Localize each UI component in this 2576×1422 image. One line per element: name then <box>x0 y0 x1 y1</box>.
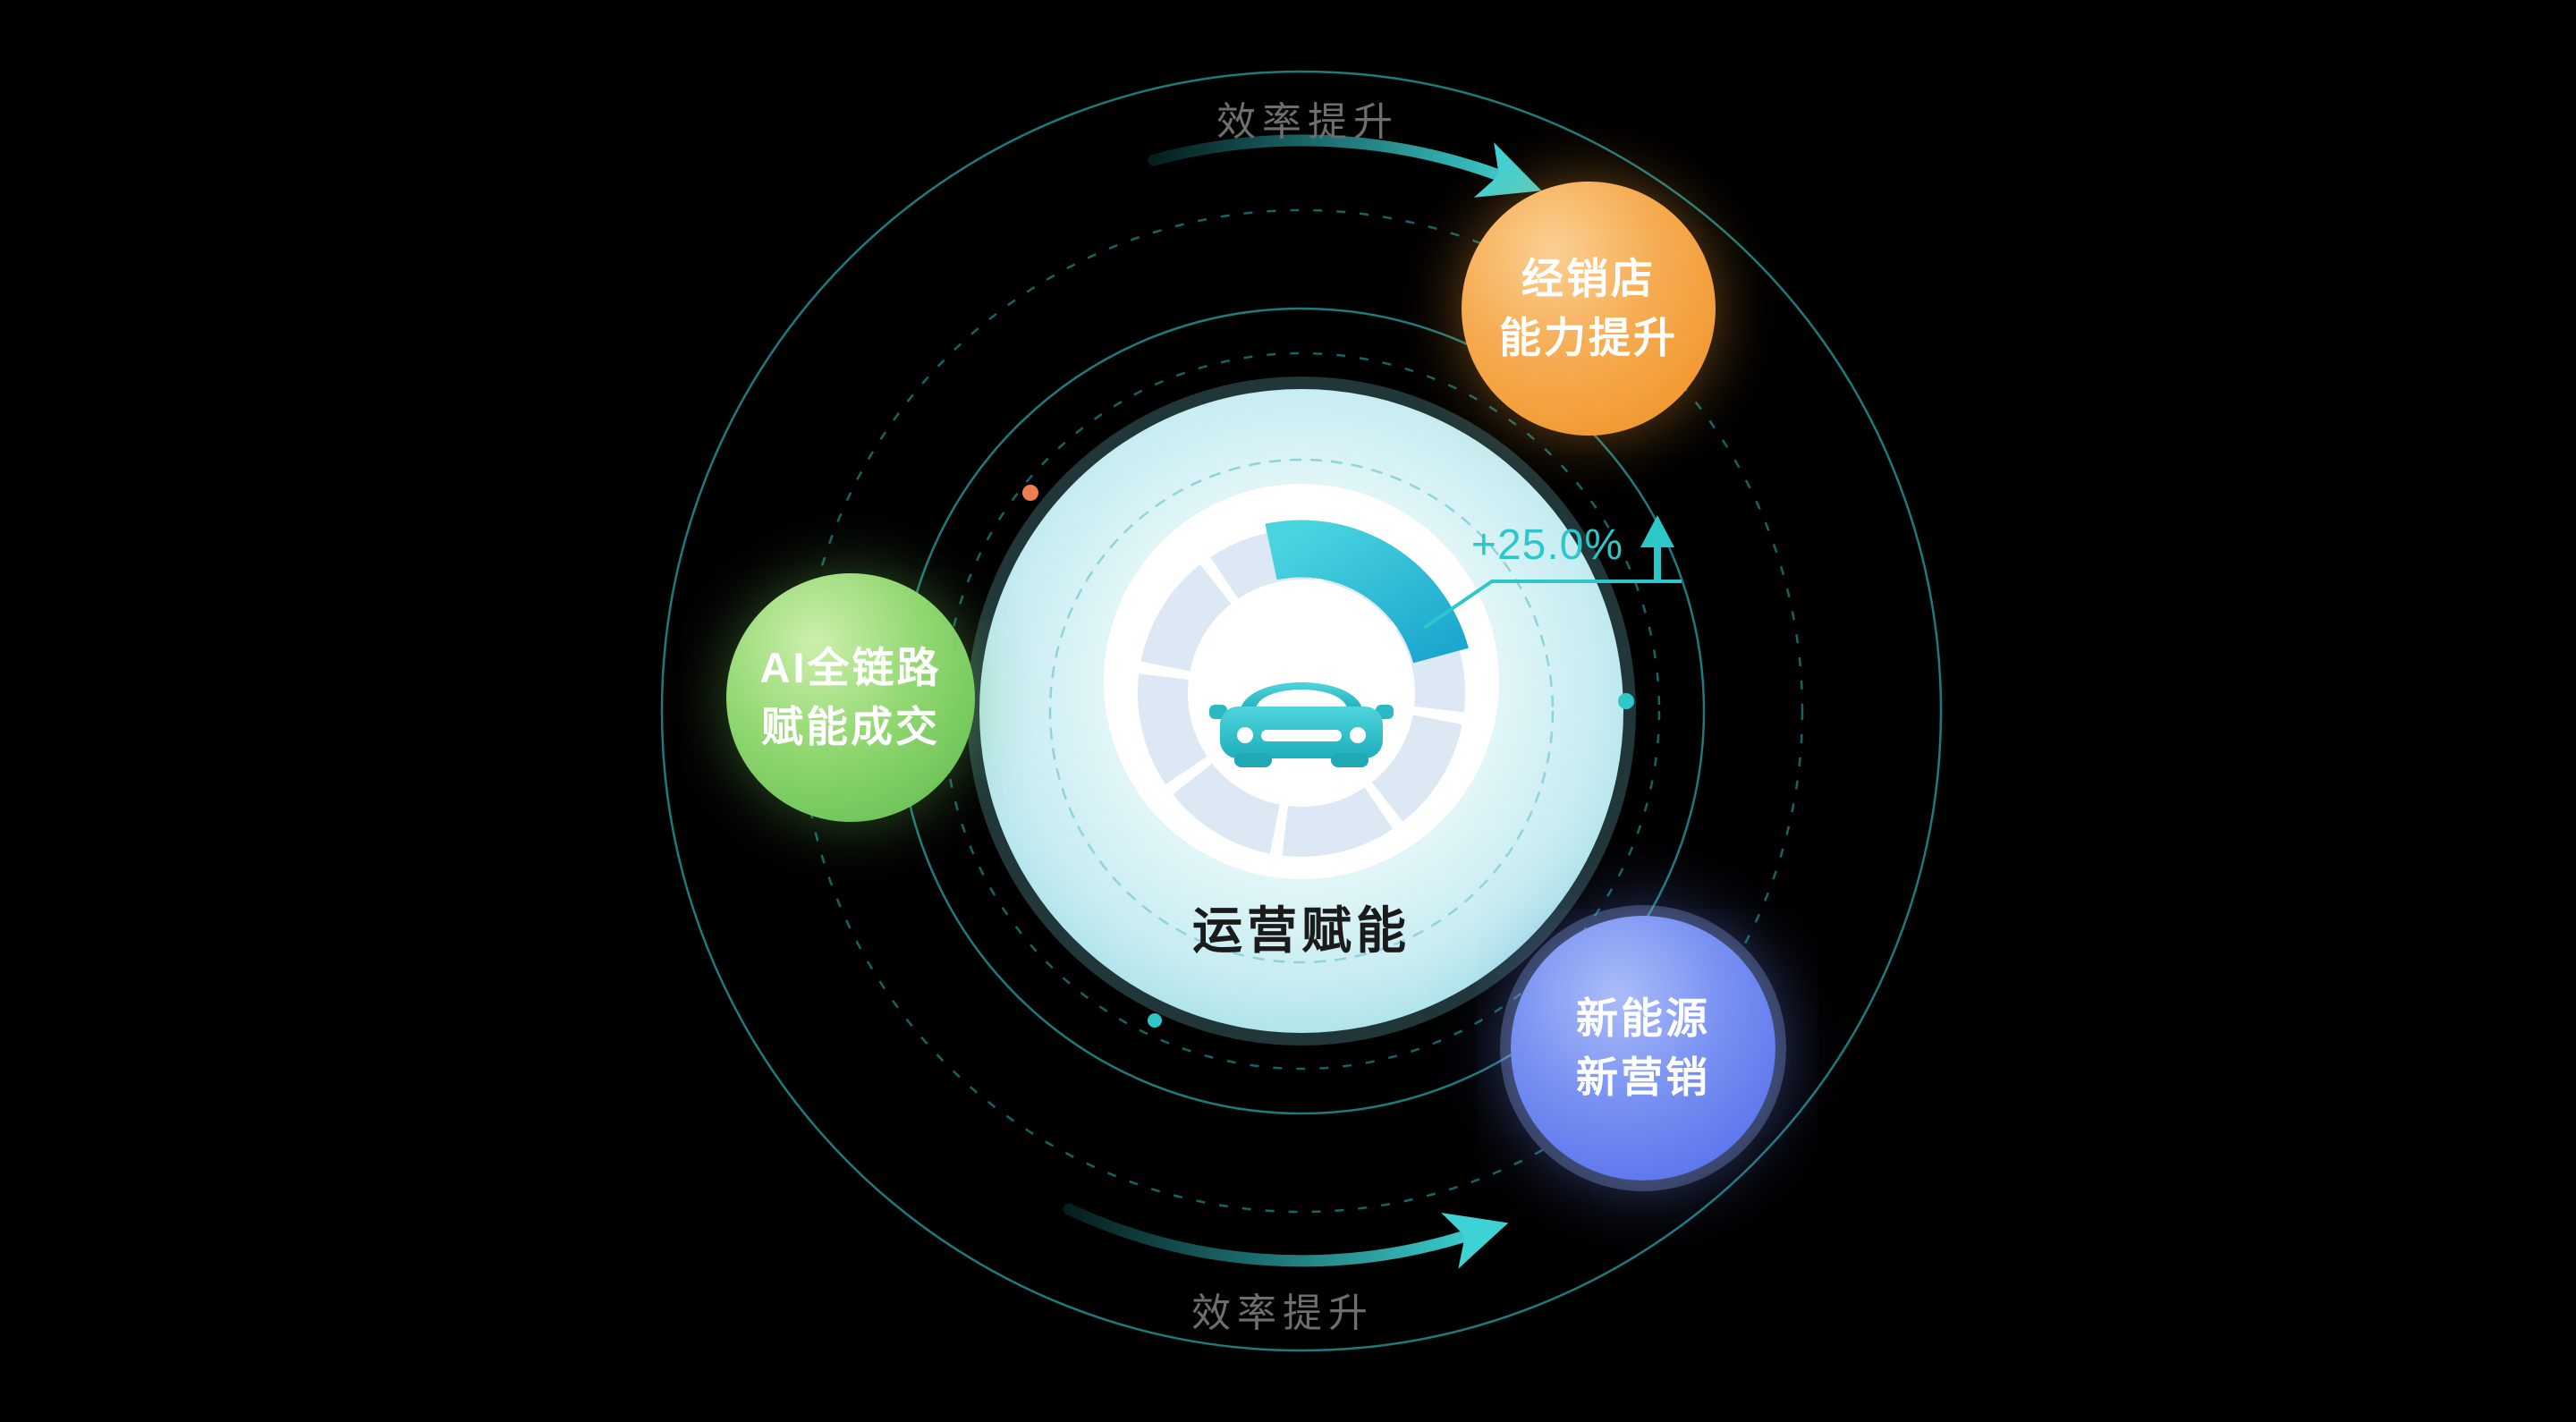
node-ai-full-chain[interactable]: AI全链路 赋能成交 <box>726 573 975 822</box>
gauge-active-arc <box>1265 520 1469 664</box>
center-node-label: 运营赋能 <box>1192 902 1411 959</box>
orbit-ring-outer-solid <box>660 70 1943 1352</box>
node-label-line: 能力提升 <box>1499 314 1678 361</box>
growth-metric-value: +25.0% <box>1470 521 1624 569</box>
center-node[interactable] <box>967 377 1636 1045</box>
node-label-line: 赋能成交 <box>761 703 940 750</box>
orbit-dot-teal-bottom <box>1148 1013 1162 1028</box>
efficiency-arrow-bottom-icon <box>1063 1203 1509 1269</box>
orbit-dot-teal-right <box>1618 693 1634 709</box>
car-icon <box>1209 682 1394 767</box>
node-dealer-capability[interactable]: 经销店 能力提升 <box>1462 182 1716 436</box>
node-label-line: AI全链路 <box>759 644 942 692</box>
node-new-energy-marketing[interactable]: 新能源 新营销 <box>1511 916 1775 1181</box>
growth-annotation <box>1422 515 1682 630</box>
efficiency-label-bottom: 效率提升 <box>1191 1291 1374 1335</box>
node-label-line: 新能源 <box>1576 995 1710 1043</box>
up-arrow-head-icon <box>1640 515 1674 547</box>
orbit-dot-orange <box>1022 485 1038 501</box>
efficiency-arrow-top-icon <box>1148 134 1542 198</box>
efficiency-label-top: 效率提升 <box>1216 100 1399 144</box>
metric-leader-line <box>1422 580 1682 630</box>
node-label-line: 经销店 <box>1521 255 1656 303</box>
speedometer-gauge-icon <box>1138 520 1469 857</box>
orbit-ring-outer-dashed <box>799 208 1804 1214</box>
node-label-line: 新营销 <box>1576 1054 1710 1101</box>
center-dashed-ring <box>1048 458 1555 964</box>
